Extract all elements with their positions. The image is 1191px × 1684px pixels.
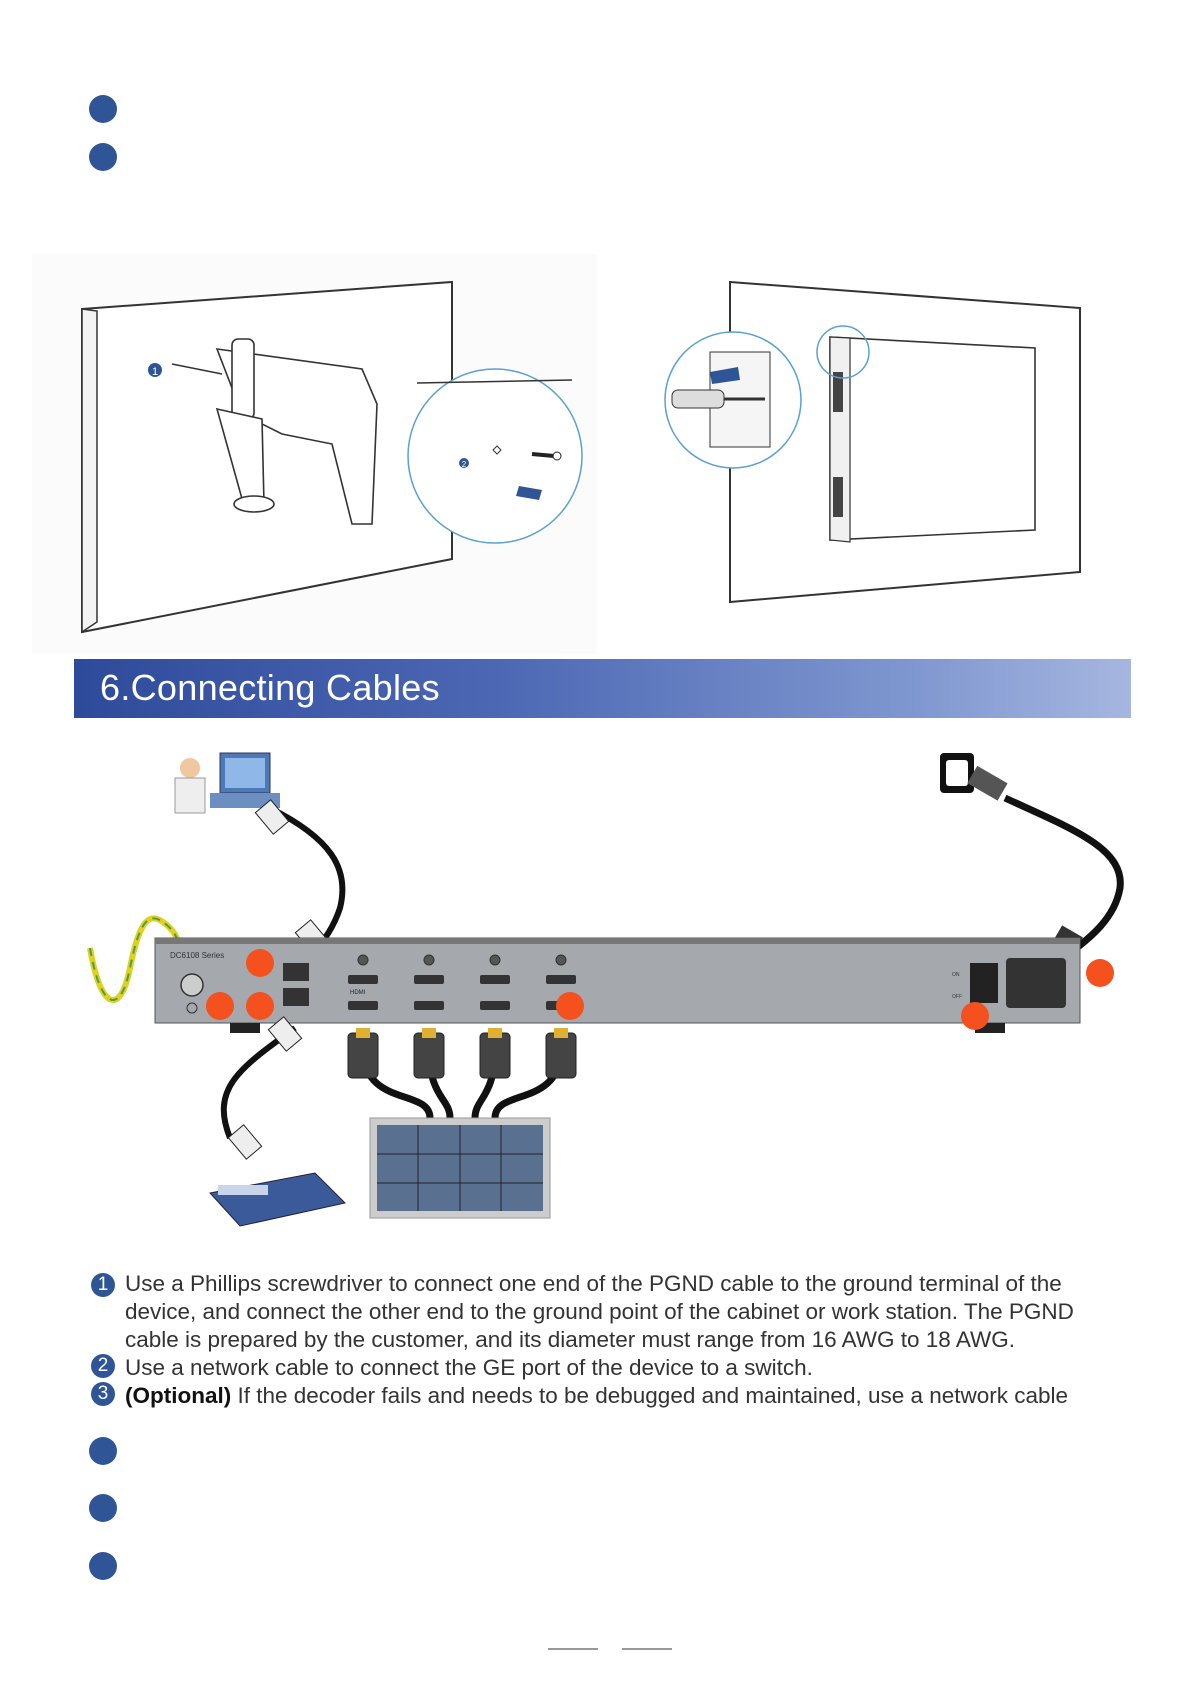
- power-off-label: OFF: [952, 994, 962, 1000]
- bullet-dot: [89, 95, 117, 123]
- hdmi-port-label: HDMI: [350, 990, 366, 996]
- step-number-3: 3: [91, 1382, 115, 1406]
- step3-text: If the decoder fails and needs to be deb…: [231, 1383, 1069, 1408]
- step-marker-1: 1: [152, 366, 158, 378]
- optional-label: (Optional): [125, 1383, 232, 1408]
- device-model-label: DC6108 Series: [170, 951, 224, 960]
- bullet-dot: [89, 1494, 117, 1522]
- pc-user-icon: [174, 752, 280, 814]
- footer-divider: [622, 1648, 672, 1650]
- step1-line2: device, and connect the other end to the…: [125, 1299, 1074, 1324]
- mounting-illustration: [640, 272, 1120, 612]
- bullet-dot: [89, 1437, 117, 1465]
- section-title: 6.Connecting Cables: [100, 667, 440, 708]
- step-number-1: 1: [91, 1273, 115, 1297]
- step1-line1: Use a Phillips screwdriver to connect on…: [125, 1271, 1062, 1296]
- bullet-dot: [89, 143, 117, 171]
- step-number-2: 2: [91, 1354, 115, 1378]
- drilling-illustration: 1 2: [32, 254, 597, 654]
- section-banner: 6.Connecting Cables: [74, 659, 1131, 718]
- step1-line3: cable is prepared by the customer, and i…: [125, 1327, 1015, 1352]
- cable-connection-diagram: DC6108 Series HDMI ON OFF: [80, 748, 1140, 1238]
- step-marker-2: 2: [462, 460, 467, 469]
- step3-line1: (Optional) If the decoder fails and need…: [125, 1382, 1068, 1410]
- bullet-dot: [89, 1552, 117, 1580]
- power-on-label: ON: [952, 972, 960, 978]
- step2-line1: Use a network cable to connect the GE po…: [125, 1355, 813, 1380]
- footer-divider: [548, 1648, 598, 1650]
